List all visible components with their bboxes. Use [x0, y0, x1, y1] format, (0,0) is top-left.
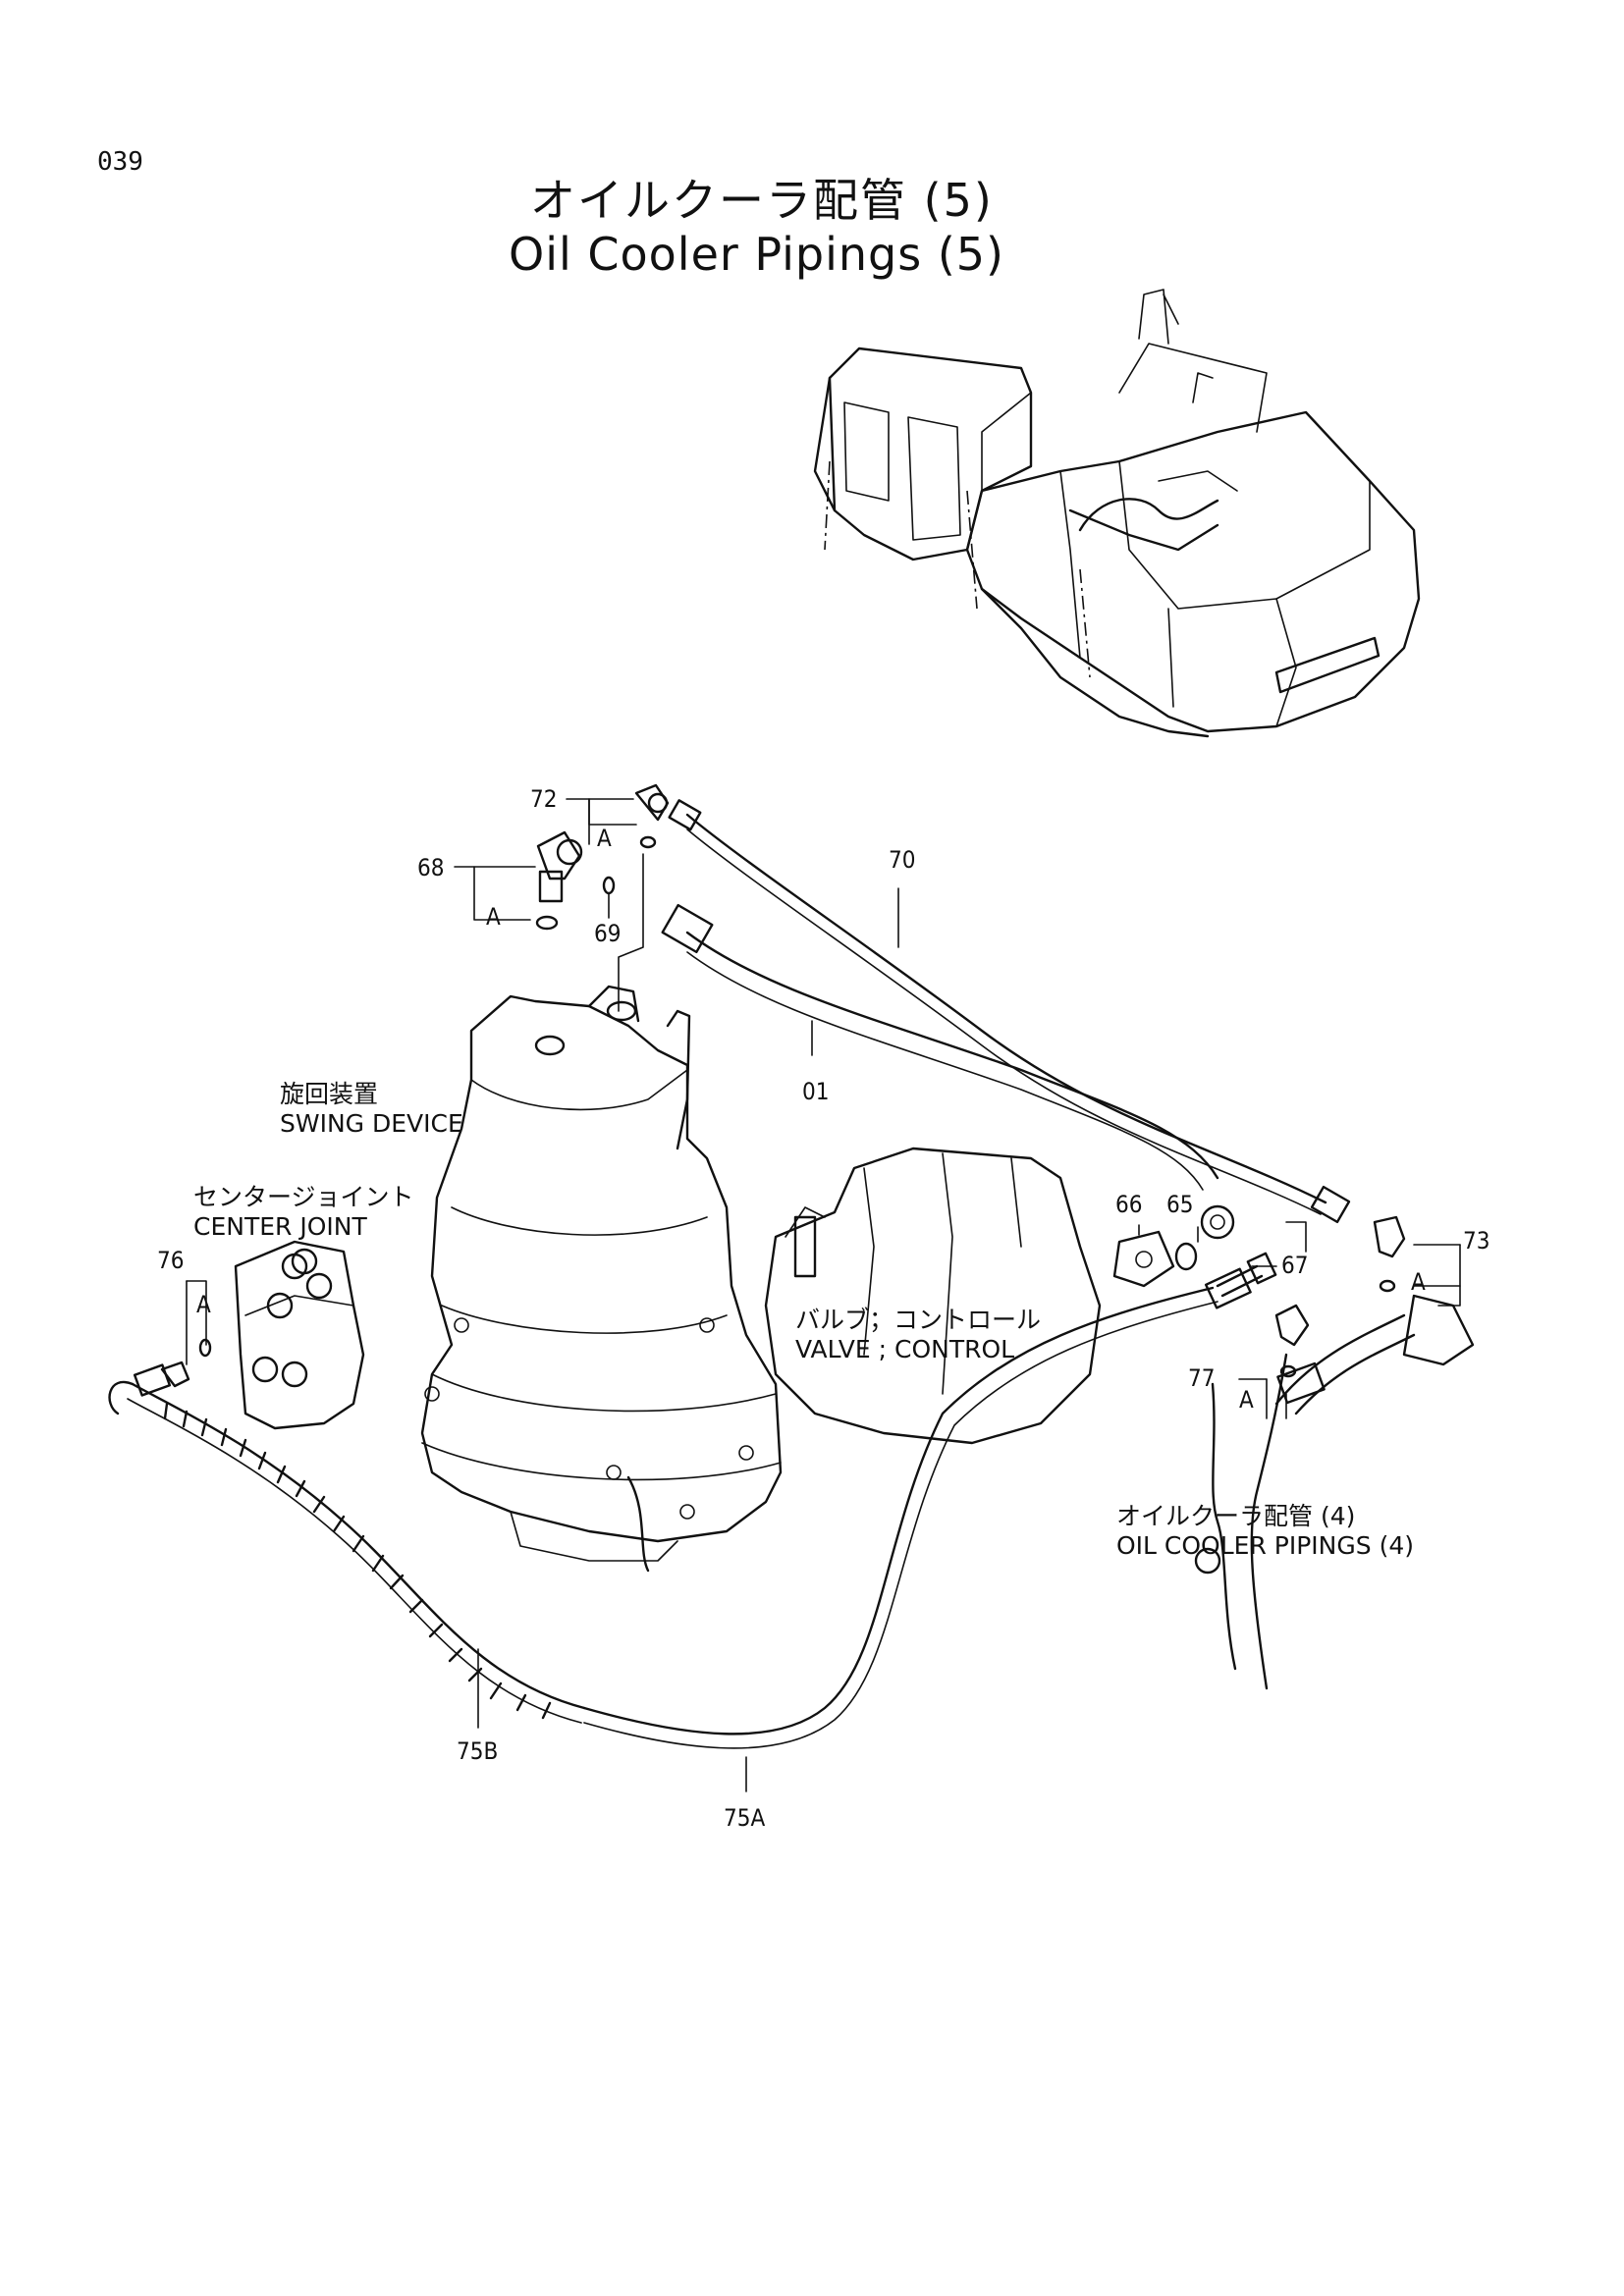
part-number-68: 68 — [417, 854, 445, 881]
center-joint-label-jp: センタージョイント — [193, 1183, 414, 1211]
hose-01 — [685, 931, 1219, 1180]
excavator-overview-illustration — [813, 289, 1421, 738]
fitting-77 — [1274, 1304, 1310, 1347]
swing-device-illustration — [420, 985, 783, 1573]
flange-66 — [1112, 1230, 1175, 1288]
hose-70-inner — [686, 828, 1322, 1215]
center-joint-illustration — [234, 1240, 365, 1430]
control-valve-label-jp: バルブ；コントロール — [795, 1306, 1042, 1334]
leader-lines — [186, 798, 1461, 1792]
o-ring-a4 — [1379, 1279, 1396, 1293]
o-ring-a5 — [1279, 1364, 1297, 1378]
bolt-67 — [1216, 1252, 1277, 1298]
page-title-english: Oil Cooler Pipings (5) — [509, 228, 1004, 281]
detail-mark-a-72: A — [597, 825, 612, 852]
part-number-72: 72 — [530, 785, 558, 813]
part-number-01: 01 — [802, 1078, 830, 1105]
part-number-67: 67 — [1281, 1252, 1309, 1279]
hose-70 — [685, 813, 1327, 1204]
part-number-69: 69 — [594, 920, 622, 947]
o-ring-69 — [602, 876, 616, 895]
swing-device-label-en: SWING DEVICE — [280, 1109, 463, 1138]
o-ring-65 — [1174, 1242, 1198, 1271]
part-number-75b: 75B — [457, 1737, 499, 1765]
page-title-japanese: オイルクーラ配管 (5) — [530, 174, 994, 227]
o-ring-a1 — [535, 915, 559, 931]
part-number-76: 76 — [157, 1247, 185, 1274]
part-number-66: 66 — [1115, 1191, 1143, 1218]
fitting-72 — [634, 783, 670, 822]
swing-device-label-jp: 旋回装置 — [280, 1080, 379, 1108]
oil-cooler-pipings-4-label-en: OIL COOLER PIPINGS (4) — [1116, 1531, 1414, 1560]
oil-cooler-pipings-4-label-jp: オイルクーラ配管 (4) — [1116, 1502, 1356, 1530]
control-valve-label-en: VALVE ; CONTROL — [795, 1335, 1015, 1363]
part-number-73: 73 — [1463, 1227, 1490, 1255]
fitting-73 — [1373, 1215, 1406, 1258]
control-valve-illustration — [764, 1147, 1102, 1445]
hose-75b — [131, 1382, 586, 1710]
hose-01-inner — [686, 951, 1204, 1191]
o-ring-a3 — [198, 1338, 212, 1358]
o-ring-a2 — [639, 835, 657, 849]
fitting-68 — [536, 830, 583, 903]
detail-mark-a-76: A — [196, 1291, 211, 1318]
part-number-65: 65 — [1166, 1191, 1194, 1218]
part-number-70: 70 — [889, 846, 916, 874]
part-number-77: 77 — [1188, 1364, 1216, 1392]
detail-mark-a-68: A — [486, 903, 501, 931]
hose-75b-armor — [163, 1402, 552, 1720]
page-number: 039 — [97, 147, 143, 177]
hose-75a — [582, 1286, 1215, 1735]
center-joint-label-en: CENTER JOINT — [193, 1212, 367, 1241]
part-number-75a: 75A — [724, 1804, 766, 1832]
detail-mark-a-77: A — [1239, 1386, 1254, 1414]
fitting-76 — [160, 1361, 190, 1388]
detail-mark-a-73: A — [1411, 1268, 1426, 1296]
